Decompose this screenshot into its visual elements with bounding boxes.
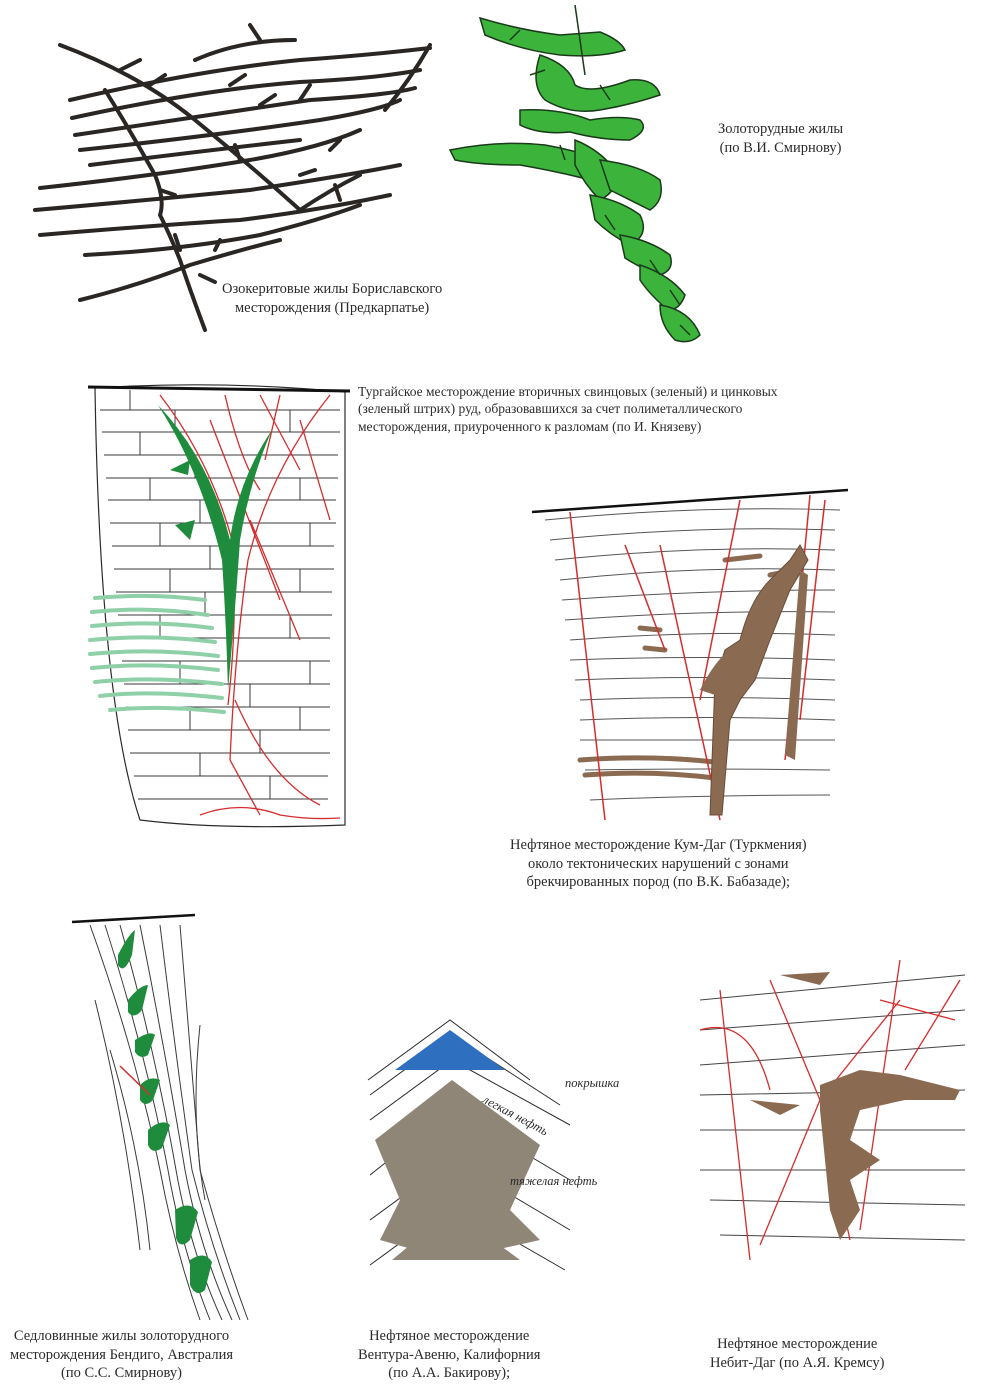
- kumdag-diagram: [532, 490, 848, 820]
- ventura-label-heavy-oil: тяжелая нефть: [510, 1174, 598, 1188]
- caption-bendigo: Седловинные жилы золоторудного месторожд…: [10, 1327, 233, 1383]
- caption-turgai: Тургайское месторождение вторичных свинц…: [358, 383, 778, 435]
- caption-ozokerite: Озокеритовые жилы Бориславского месторож…: [222, 280, 442, 317]
- ventura-diagram: покрышка легкая нефть тяжелая нефть: [368, 1020, 619, 1270]
- turgai-diagram: [88, 385, 350, 827]
- caption-nebitdag: Нефтяное месторождение Небит-Даг (по А.Я…: [710, 1335, 884, 1372]
- gold-veins-diagram: [450, 5, 700, 342]
- caption-kumdag: Нефтяное месторождение Кум-Даг (Туркмени…: [510, 836, 807, 892]
- ventura-label-cap: покрышка: [565, 1076, 619, 1090]
- bendigo-diagram: [72, 915, 248, 1320]
- caption-ventura: Нефтяное месторождение Вентура-Авеню, Ка…: [358, 1327, 540, 1383]
- caption-gold-veins: Золоторудные жилы (по В.И. Смирнову): [718, 120, 843, 157]
- nebitdag-diagram: [700, 960, 965, 1260]
